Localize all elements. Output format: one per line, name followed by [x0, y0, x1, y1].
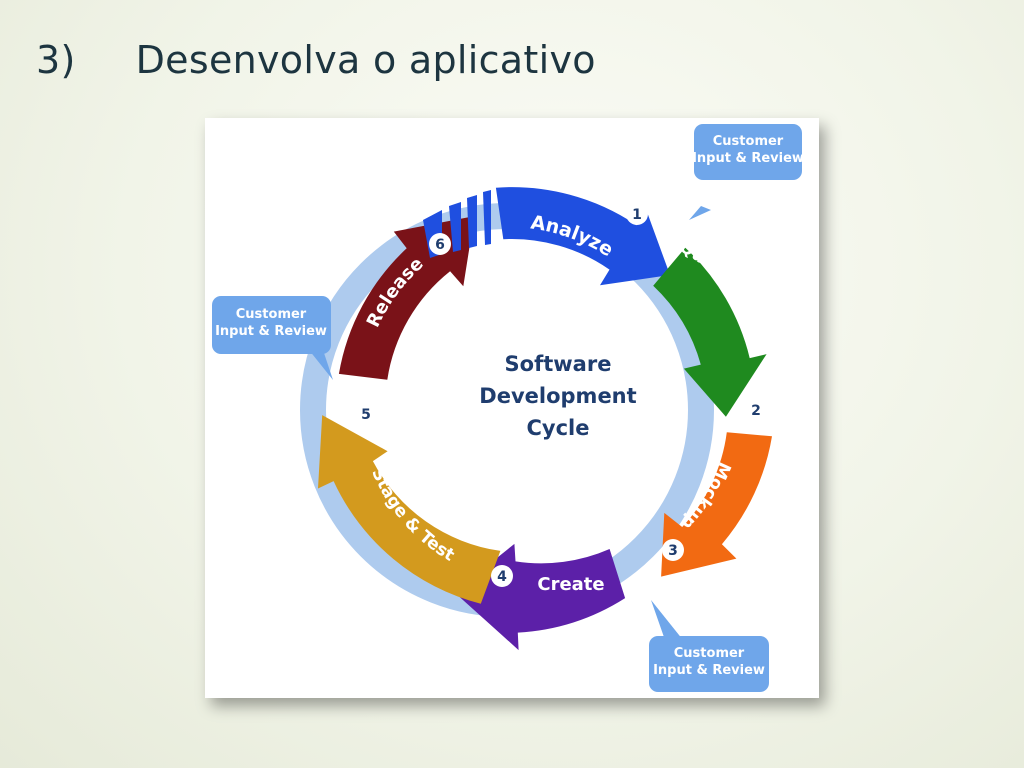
review-bubble-top-right: Customer Input & Review	[689, 124, 804, 220]
svg-text:Software: Software	[505, 352, 612, 376]
arrow-stage-test	[318, 415, 501, 604]
svg-text:2: 2	[751, 403, 761, 419]
slide-title: 3) Desenvolva o aplicativo	[36, 38, 596, 82]
arrow-release	[338, 216, 475, 380]
step-badge-1: 1	[626, 203, 648, 225]
slide-heading: Desenvolva o aplicativo	[135, 38, 596, 82]
svg-text:1: 1	[632, 207, 642, 223]
svg-text:4: 4	[497, 569, 507, 585]
svg-text:Customer: Customer	[236, 307, 307, 322]
review-bubble-left: Customer Input & Review	[212, 296, 333, 380]
svg-text:3: 3	[668, 543, 678, 559]
center-title: Software Development Cycle	[479, 352, 636, 440]
arrow-mockup	[661, 432, 772, 577]
review-bubble-bottom-right: Customer Input & Review	[649, 600, 769, 692]
step-badge-3: 3	[662, 539, 684, 561]
svg-text:Development: Development	[479, 384, 636, 408]
svg-text:5: 5	[361, 407, 371, 423]
step-badge-2: 2	[745, 399, 767, 421]
arrow-analyze	[495, 187, 670, 286]
svg-text:Customer: Customer	[713, 134, 784, 149]
svg-text:Customer: Customer	[674, 646, 745, 661]
step-badge-4: 4	[491, 565, 513, 587]
step-badge-6: 6	[429, 233, 451, 255]
svg-text:Input & Review: Input & Review	[215, 324, 327, 339]
svg-text:Input & Review: Input & Review	[653, 663, 765, 678]
cycle-diagram-figure: Analyze Quote & Approve Mockup Create St…	[205, 118, 819, 698]
svg-text:Cycle: Cycle	[527, 416, 590, 440]
step-label-create: Create	[537, 574, 604, 595]
svg-text:6: 6	[435, 237, 445, 253]
slide-number: 3)	[36, 38, 76, 82]
svg-text:Input & Review: Input & Review	[692, 151, 804, 166]
cycle-diagram: Analyze Quote & Approve Mockup Create St…	[212, 124, 804, 692]
step-badge-5: 5	[355, 403, 377, 425]
arrow-quote-approve	[653, 247, 767, 417]
